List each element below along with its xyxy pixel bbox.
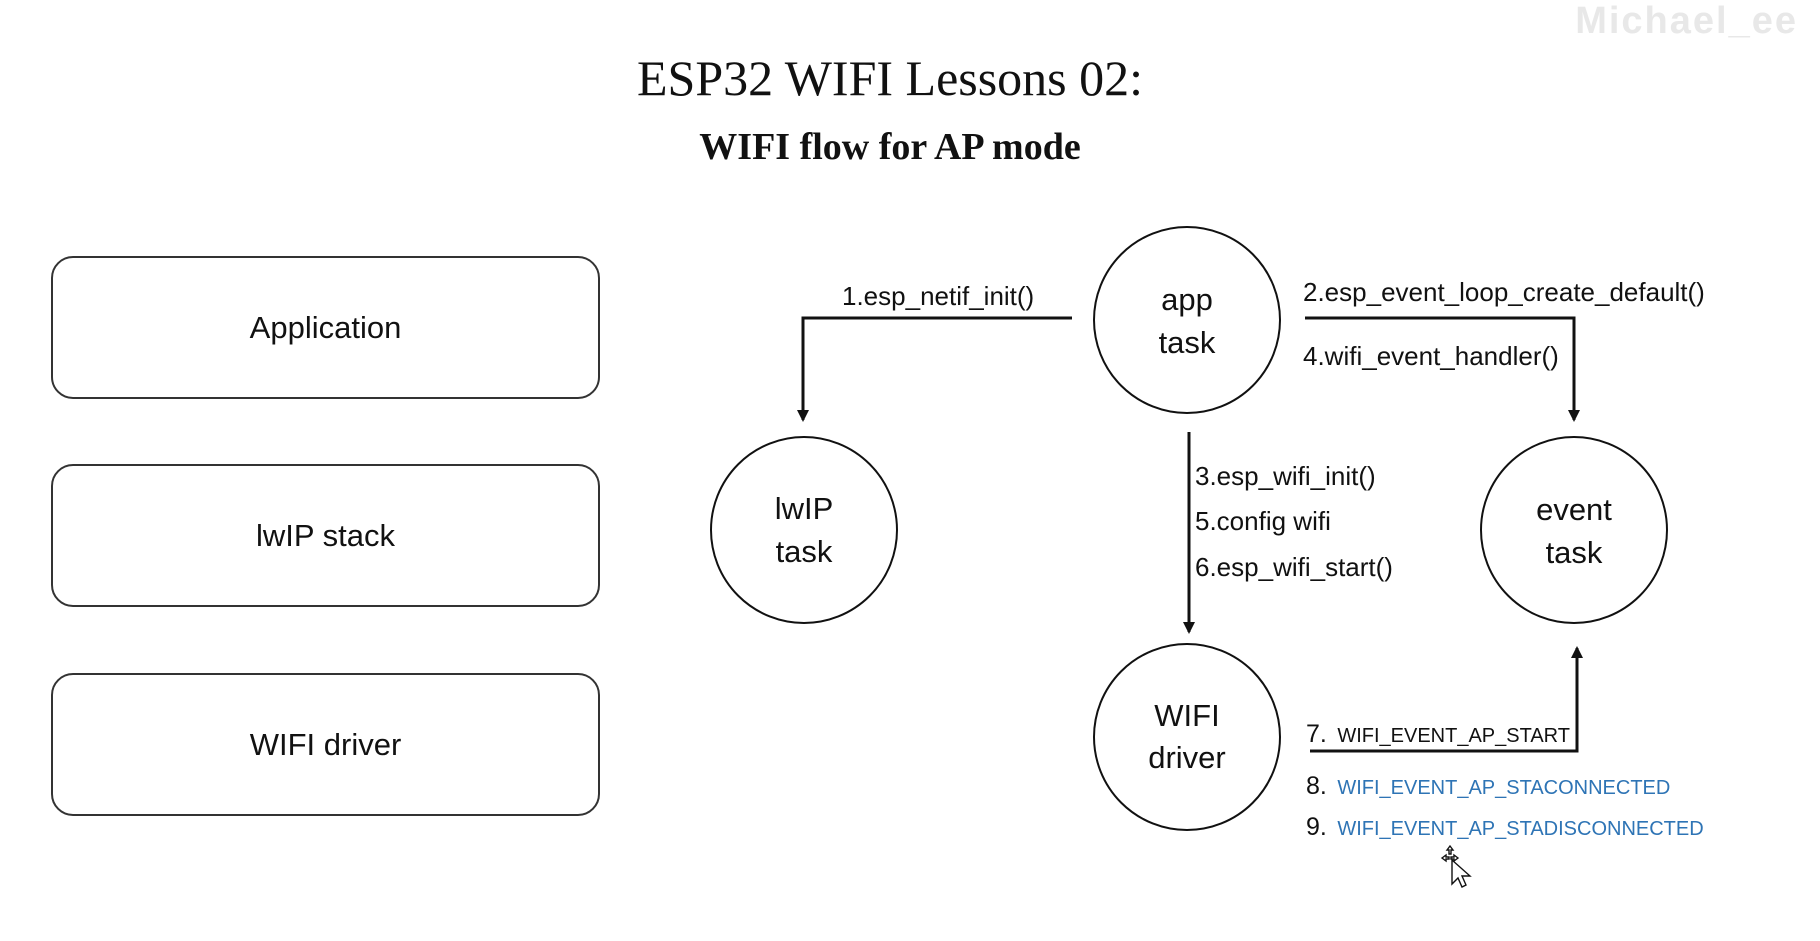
event-name-ap-staconnected: WIFI_EVENT_AP_STACONNECTED	[1337, 777, 1670, 799]
edge-label-config-wifi: 5.config wifi	[1195, 506, 1331, 536]
edge-label-netif-init: 1.esp_netif_init()	[842, 281, 1034, 311]
event-num-7: 7.	[1306, 720, 1327, 748]
node-lwip-task-line1: lwIP	[775, 491, 834, 526]
node-lwip-task: lwIP task	[710, 436, 898, 624]
event-num-9: 9.	[1306, 813, 1327, 841]
node-app-task-line1: app	[1161, 282, 1213, 317]
event-item-7: 7. WIFI_EVENT_AP_START	[1306, 720, 1570, 748]
edge-app-to-lwip: 1.esp_netif_init()	[797, 281, 1072, 422]
node-app-task: app task	[1093, 226, 1281, 414]
edge-label-wifi-start: 6.esp_wifi_start()	[1195, 552, 1393, 582]
watermark: Michael_ee	[1575, 0, 1798, 42]
node-app-task-line2: task	[1159, 325, 1216, 360]
edge-label-event-loop: 2.esp_event_loop_create_default()	[1303, 277, 1705, 307]
node-wifi-driver-line1: WIFI	[1154, 698, 1219, 733]
event-num-8: 8.	[1306, 772, 1327, 800]
event-name-ap-stadisconnected: WIFI_EVENT_AP_STADISCONNECTED	[1337, 818, 1703, 840]
edge-label-wifi-init: 3.esp_wifi_init()	[1195, 461, 1376, 491]
event-name-ap-start: WIFI_EVENT_AP_START	[1337, 725, 1570, 747]
event-item-9: 9. WIFI_EVENT_AP_STADISCONNECTED	[1306, 813, 1704, 841]
edge-app-to-wifi-driver: 3.esp_wifi_init() 5.config wifi 6.esp_wi…	[1183, 432, 1393, 634]
node-lwip-task-line2: task	[776, 534, 833, 569]
edge-wifi-driver-to-event	[1310, 646, 1583, 753]
edge-label-event-handler: 4.wifi_event_handler()	[1303, 341, 1559, 371]
node-wifi-driver-line2: driver	[1148, 740, 1226, 775]
node-event-task-line1: event	[1536, 492, 1612, 527]
layer-box-application: Application	[51, 256, 600, 399]
node-event-task: event task	[1480, 436, 1668, 624]
event-list: 7. WIFI_EVENT_AP_START 8. WIFI_EVENT_AP_…	[1306, 720, 1704, 841]
move-cursor-icon	[1440, 844, 1472, 888]
slide-subtitle: WIFI flow for AP mode	[699, 126, 1081, 168]
slide-title: ESP32 WIFI Lessons 02:	[636, 50, 1144, 106]
edge-app-to-event: 2.esp_event_loop_create_default() 4.wifi…	[1303, 277, 1705, 422]
layer-box-lwip-stack: lwIP stack	[51, 464, 600, 607]
node-event-task-line2: task	[1546, 535, 1603, 570]
event-item-8: 8. WIFI_EVENT_AP_STACONNECTED	[1306, 772, 1670, 800]
node-wifi-driver: WIFI driver	[1093, 643, 1281, 831]
layer-box-wifi-driver: WIFI driver	[51, 673, 600, 816]
